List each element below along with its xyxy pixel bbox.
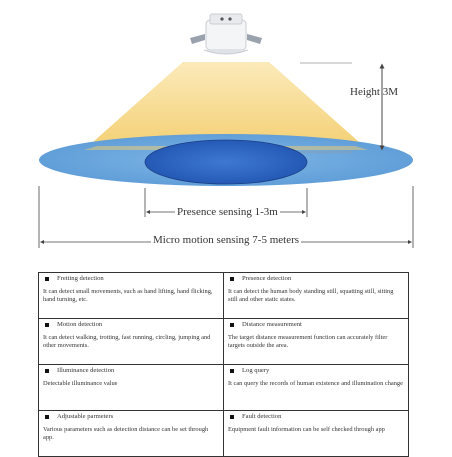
feature-cell: Distance measurement The target distance… — [223, 318, 409, 365]
sensor-device — [190, 13, 262, 55]
feature-title: Illuminance detection — [57, 367, 115, 374]
bullet-icon — [230, 415, 234, 420]
table-row: Fretting detection It can detect small m… — [38, 272, 409, 319]
feature-cell: Illuminance detection Detectable illumin… — [38, 364, 224, 411]
table-row: Motion detection It can detect walking, … — [38, 318, 409, 365]
feature-title: Fault detection — [242, 413, 282, 420]
feature-cell: Motion detection It can detect walking, … — [38, 318, 224, 365]
feature-description: Various parameters such as detection dis… — [43, 426, 209, 442]
micro-motion-label: Micro motion sensing 7-5 meters — [151, 234, 302, 246]
feature-title: Adjustable parmeters — [57, 413, 114, 420]
table-row: Adjustable parmeters Various parameters … — [38, 410, 409, 457]
feature-title: Presence detection — [242, 275, 292, 282]
bullet-icon — [45, 277, 49, 282]
height-indicator — [300, 62, 385, 153]
feature-description: It can query the records of human existe… — [228, 380, 403, 388]
feature-description: It can detect the human body standing st… — [228, 288, 394, 304]
feature-cell: Log query It can query the records of hu… — [223, 364, 409, 411]
sensing-diagram — [38, 13, 414, 248]
bullet-icon — [45, 415, 49, 420]
features-table: Fretting detection It can detect small m… — [38, 272, 409, 457]
feature-description: Equipment fault information can be self … — [228, 426, 385, 434]
bullet-icon — [230, 323, 234, 328]
bullet-icon — [230, 277, 234, 282]
feature-cell: Fault detection Equipment fault informat… — [223, 410, 409, 457]
presence-label: Presence sensing 1-3m — [175, 206, 280, 218]
table-row: Illuminance detection Detectable illumin… — [38, 364, 409, 411]
feature-title: Distance measurement — [242, 321, 302, 328]
feature-title: Motion detection — [57, 321, 103, 328]
feature-cell: Adjustable parmeters Various parameters … — [38, 410, 224, 457]
feature-description: It can detect small movements, such as h… — [43, 288, 213, 304]
feature-description: The target distance measurement function… — [228, 334, 388, 350]
bullet-icon — [45, 323, 49, 328]
height-label: Height 3M — [350, 86, 398, 98]
feature-cell: Fretting detection It can detect small m… — [38, 272, 224, 319]
detection-cone — [84, 62, 368, 150]
bullet-icon — [230, 369, 234, 374]
feature-description: Detectable illuminance value — [43, 380, 118, 388]
presence-area — [144, 139, 308, 185]
feature-title: Fretting detection — [57, 275, 104, 282]
feature-description: It can detect walking, trotting, fast ru… — [43, 334, 211, 350]
feature-title: Log query — [242, 367, 270, 374]
feature-cell: Presence detection It can detect the hum… — [223, 272, 409, 319]
bullet-icon — [45, 369, 49, 374]
